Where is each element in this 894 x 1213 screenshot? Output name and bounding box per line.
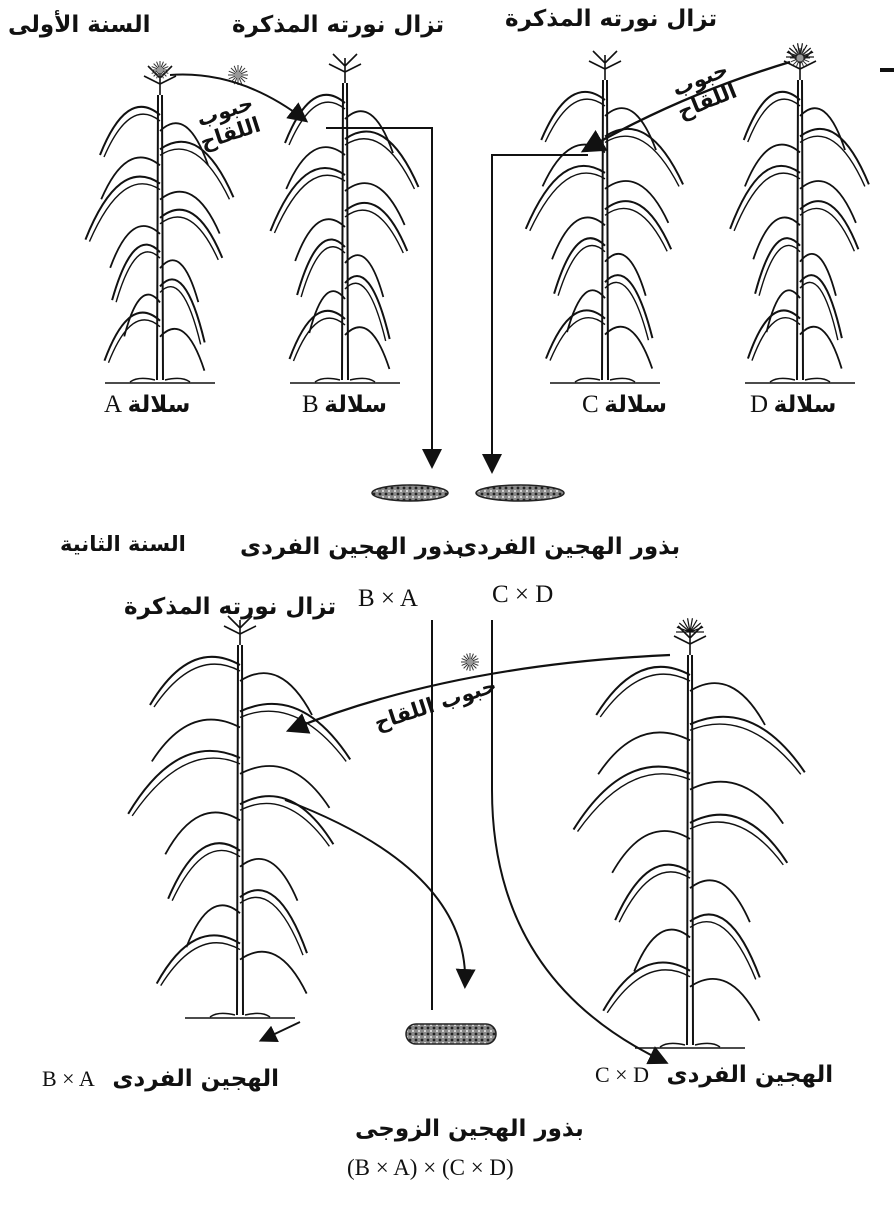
seed-bxa	[372, 485, 448, 501]
pollen-burst-cd	[461, 653, 479, 671]
line-c-letter: C	[582, 391, 599, 418]
first-year-label: السنة الأولى	[8, 14, 150, 37]
seed-cxd	[476, 485, 564, 501]
line-c-label: C سلالة	[582, 392, 667, 417]
tassel-label-left: تزال نورته المذكرة	[232, 14, 444, 37]
line-d-letter: D	[750, 391, 768, 418]
hybrid-left-word: الهجين الفردى	[112, 1066, 279, 1092]
plant-hybrid-cxd	[574, 618, 805, 1048]
double-hybrid-arrow	[285, 800, 465, 985]
hybrid-right-cross: C × D	[595, 1062, 649, 1087]
hybrid-left-label: B × A الهجين الفردى	[42, 1068, 279, 1091]
line-b-label: B سلالة	[302, 392, 387, 417]
line-b-word: سلالة	[324, 392, 387, 418]
plant-hybrid-bxa	[128, 616, 350, 1018]
double-hybrid-formula: (B × A) × (C × D)	[347, 1156, 514, 1179]
line-c-word: سلالة	[604, 392, 667, 418]
plant-line-b	[270, 54, 418, 383]
tassel-label-second: تزال نورته المذكرة	[124, 596, 336, 619]
tassel-label-right: تزال نورته المذكرة	[505, 8, 717, 31]
line-a-label: A سلالة	[104, 392, 190, 417]
line-a-letter: A	[104, 391, 122, 418]
single-hybrid-seeds-left: بذور الهجين الفردى	[240, 536, 464, 559]
pollen-burst-d	[790, 48, 810, 68]
second-year-label: السنة الثانية	[60, 534, 186, 555]
hybrid-right-label: C × D الهجين الفردى	[595, 1064, 833, 1087]
cross-cxd-label: C × D	[492, 582, 553, 607]
root-return-line	[262, 1022, 300, 1040]
double-hybrid-title: بذور الهجين الزوجى	[355, 1118, 584, 1141]
line-a-word: سلالة	[128, 392, 191, 418]
pollen-burst-a	[151, 61, 169, 79]
line-b-letter: B	[302, 391, 319, 418]
plant-line-c	[526, 51, 683, 383]
line-d-word: سلالة	[774, 392, 837, 418]
plant-line-d	[730, 43, 869, 383]
line-d-label: D سلالة	[750, 392, 836, 417]
cross-bxa-label: B × A	[358, 586, 418, 611]
seed-double-hybrid	[406, 1024, 496, 1044]
first-year-plants	[85, 43, 868, 383]
hybrid-left-cross: B × A	[42, 1066, 95, 1091]
hybrid-right-word: الهجين الفردى	[667, 1062, 834, 1088]
single-hybrid-seeds-right: بذور الهجين الفردى	[456, 536, 680, 559]
